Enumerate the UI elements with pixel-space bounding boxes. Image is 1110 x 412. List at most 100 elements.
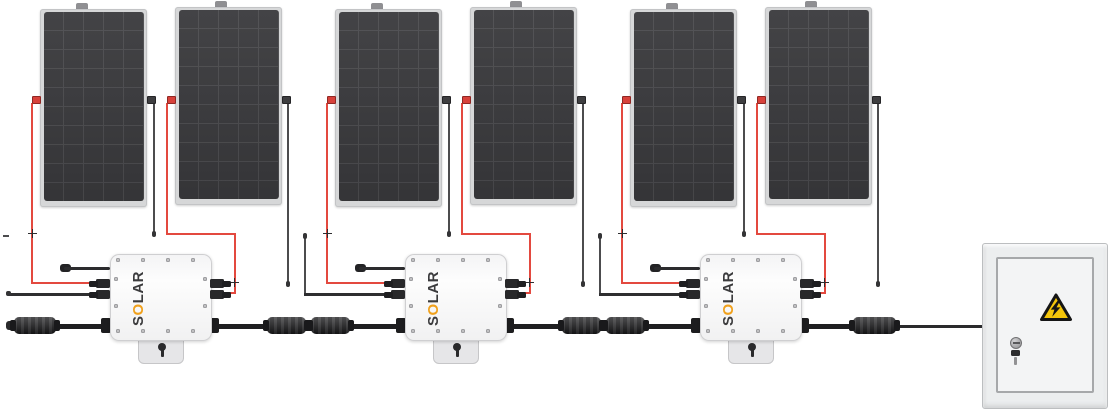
negative-input-wire	[599, 293, 682, 296]
logo-letter-accent: O	[129, 302, 147, 315]
connector-junction-marker	[323, 229, 332, 238]
trunk-connector	[263, 317, 310, 334]
screw-icon	[191, 258, 195, 262]
dc-connector-tip	[679, 291, 688, 298]
dc-connector	[686, 290, 700, 299]
screw-icon	[731, 329, 735, 333]
dc-connector	[96, 279, 110, 288]
positive-wire	[756, 233, 826, 235]
dc-connector-tip	[812, 280, 821, 287]
logo-letter: S	[719, 314, 737, 326]
negative-input-wire	[304, 293, 387, 296]
screw-icon	[203, 304, 207, 308]
trunk-cable-segment	[216, 324, 269, 329]
connector-junction-marker	[525, 278, 534, 287]
positive-wire	[166, 233, 236, 235]
solar-panel	[175, 7, 282, 205]
positive-wire	[824, 233, 826, 294]
negative-input-wire	[304, 238, 306, 294]
negative-wire	[153, 103, 155, 233]
wire-end-cap	[876, 281, 880, 287]
negative-input-wire	[599, 238, 601, 294]
logo-letter: S	[424, 314, 442, 326]
solar-panel	[765, 7, 872, 205]
trunk-port-left	[396, 318, 406, 333]
dc-connector	[391, 290, 405, 299]
mount-bracket	[138, 339, 184, 364]
dc-connector-tip	[812, 291, 821, 298]
connector-junction-marker	[230, 278, 239, 287]
screw-icon	[486, 258, 490, 262]
panel-clamp	[215, 1, 227, 9]
panel-cells	[178, 10, 279, 199]
keyhole-stem	[160, 349, 164, 357]
logo-letters: LAR	[719, 270, 737, 303]
trunk-connector	[602, 317, 649, 334]
trunk-port-left	[101, 318, 111, 333]
dc-lead-negative	[147, 96, 156, 104]
dc-lead-positive	[622, 96, 631, 104]
dc-lead-negative	[442, 96, 451, 104]
microinverter	[110, 254, 212, 341]
solar-panel	[630, 9, 737, 207]
logo-letters: LAR	[129, 270, 147, 303]
wire-end-cap	[447, 231, 451, 237]
positive-wire	[326, 103, 328, 284]
trunk-connector	[307, 317, 354, 334]
solar-panel	[470, 7, 577, 205]
screw-icon	[793, 304, 797, 308]
ac-feed-cable	[894, 325, 984, 328]
dc-lead-positive	[757, 96, 766, 104]
ac-end-connector	[849, 317, 900, 334]
positive-wire	[621, 282, 682, 284]
positive-wire	[756, 103, 758, 234]
dc-lead-positive	[327, 96, 336, 104]
trunk-cable-segment	[806, 324, 855, 329]
dc-connector	[505, 279, 519, 288]
dc-lead-negative	[577, 96, 586, 104]
positive-wire	[166, 103, 168, 234]
dc-connector	[686, 279, 700, 288]
dc-lead-negative	[872, 96, 881, 104]
high-voltage-warning-icon	[1040, 293, 1072, 321]
keyhole-icon	[158, 343, 166, 351]
screw-icon	[731, 258, 735, 262]
solar-panel	[335, 9, 442, 207]
connector-junction-marker	[820, 278, 829, 287]
panel-clamp	[805, 1, 817, 9]
dc-connector	[505, 290, 519, 299]
screw-icon	[461, 329, 465, 333]
dc-connector	[210, 290, 224, 299]
positive-wire	[621, 103, 623, 284]
pv-group-1: SOLAR	[0, 0, 295, 412]
wire-end-cap	[303, 233, 307, 239]
screw-icon	[114, 277, 118, 281]
pv-group-3: SOLAR	[590, 0, 885, 412]
dc-connector	[391, 279, 405, 288]
keyhole-icon	[748, 343, 756, 351]
screw-icon	[704, 277, 708, 281]
positive-wire	[31, 103, 33, 284]
dc-connector-tip	[384, 291, 393, 298]
trunk-port-left	[691, 318, 701, 333]
trunk-cable-segment	[348, 324, 400, 329]
connector-junction-marker	[618, 229, 627, 238]
panel-clamp	[76, 3, 88, 11]
logo-letter-accent: O	[719, 302, 737, 315]
microinverter	[405, 254, 507, 341]
negative-wire	[582, 103, 584, 283]
dc-connector-tip	[222, 280, 231, 287]
panel-cells	[633, 12, 734, 201]
screw-icon	[486, 329, 490, 333]
solar-panel	[40, 9, 147, 207]
screw-icon	[706, 258, 710, 262]
screw-icon	[781, 258, 785, 262]
antenna-icon	[64, 267, 110, 270]
screw-icon	[116, 258, 120, 262]
positive-wire	[461, 103, 463, 234]
trunk-terminator-connector	[10, 317, 60, 334]
screw-icon	[116, 329, 120, 333]
dc-connector-tip	[89, 280, 98, 287]
knob-slot	[1012, 342, 1020, 344]
wire-end-cap	[6, 291, 11, 296]
